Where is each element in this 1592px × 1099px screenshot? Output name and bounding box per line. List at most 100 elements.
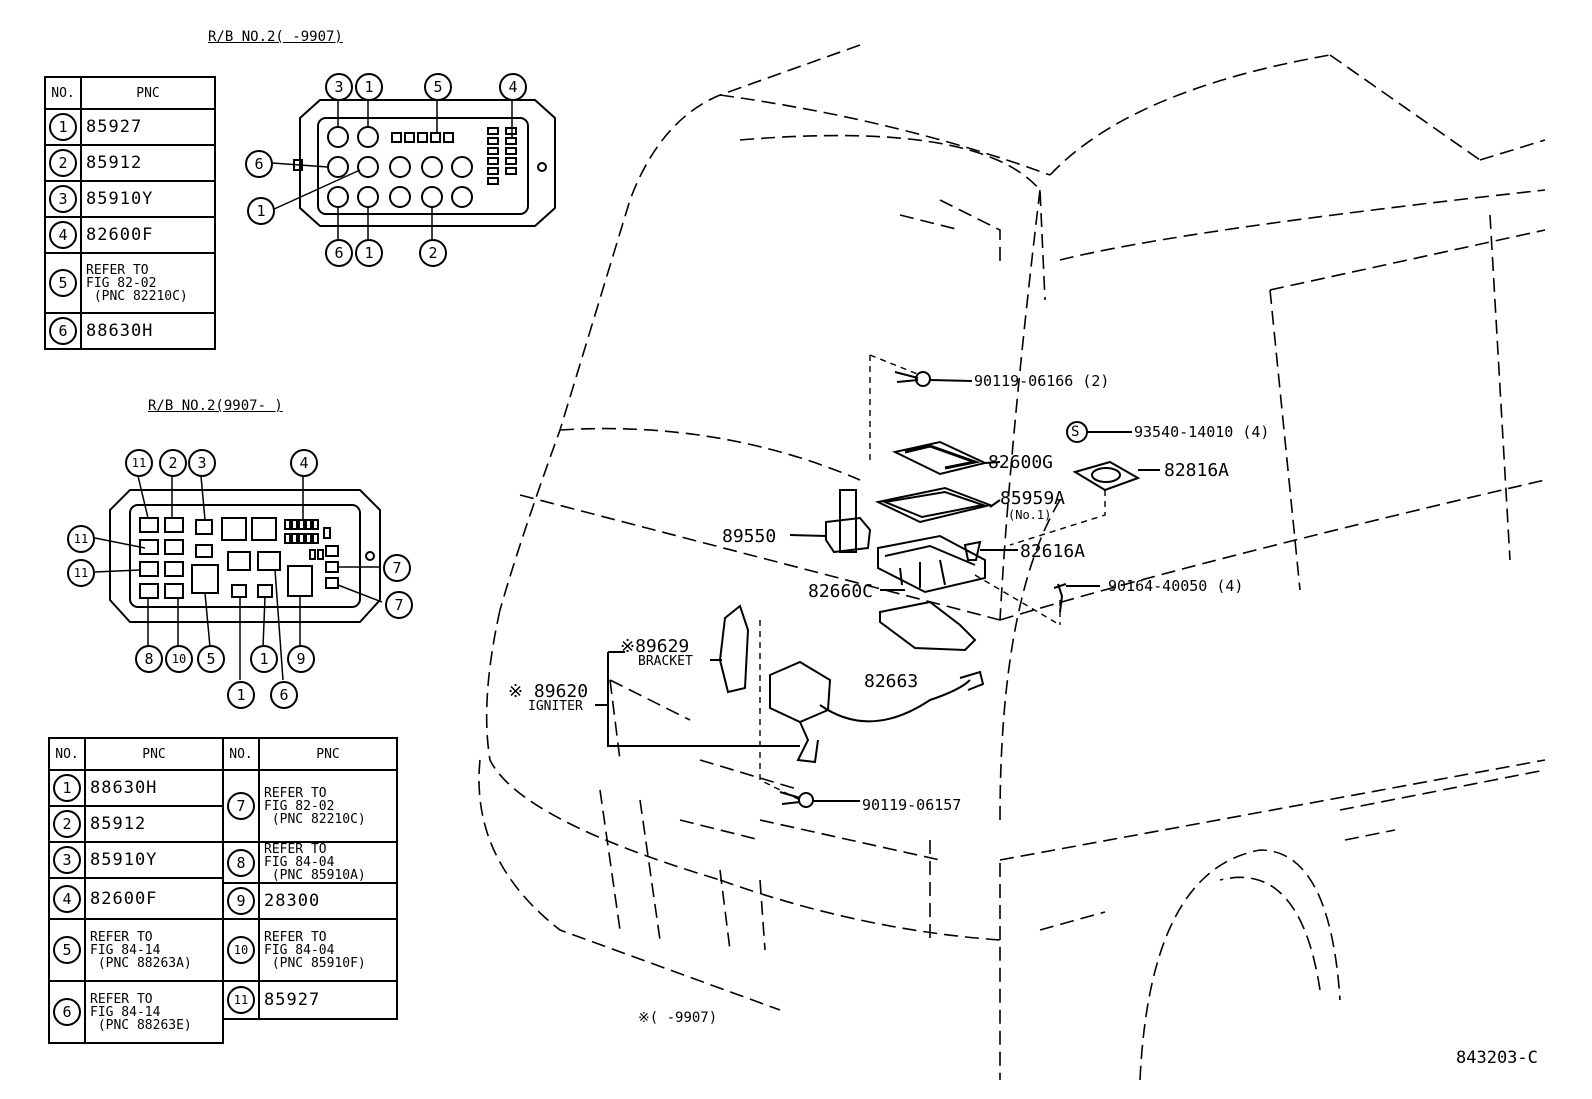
- relay-block-2-callout: 7: [385, 591, 413, 619]
- row-number: 4: [49, 221, 77, 249]
- part-label-82600G: 82600G: [988, 452, 1054, 473]
- part-label-90119-06166: 90119-06166 (2): [974, 372, 1110, 390]
- pnc-ref-line: (PNC 82210C): [86, 288, 188, 304]
- relay-block-1-callout: 6: [325, 239, 353, 267]
- relay-block-2-callout: 1: [227, 681, 255, 709]
- pnc-value: 82600F: [86, 225, 154, 245]
- figure-id: 843203-C: [1456, 1048, 1538, 1068]
- part-label-82663: 82663: [864, 671, 919, 692]
- relay-block-2-callout: 11: [125, 449, 153, 477]
- row-number: 4: [53, 884, 81, 913]
- pnc-ref-line: FIG 82-02: [86, 275, 157, 291]
- relay-block-2-header: R/B NO.2(9907- ): [148, 398, 283, 414]
- row-number: 3: [49, 185, 77, 213]
- row-number: 2: [49, 149, 77, 177]
- column-header-no: NO.: [48, 737, 86, 771]
- relay-block-1: [293, 99, 556, 227]
- column-header-no: NO.: [44, 76, 82, 110]
- pnc-ref-line: (PNC 85910A): [264, 868, 366, 883]
- relay-block-1-callout: 3: [325, 73, 353, 101]
- relay-block-2-callout: 2: [159, 449, 187, 477]
- relay-block-1-callout: 5: [424, 73, 452, 101]
- pnc-ref-line: FIG 84-14: [90, 1004, 161, 1020]
- relay-block-1-header: R/B NO.2( -9907): [208, 29, 343, 45]
- pnc-ref-line: FIG 82-02: [264, 798, 335, 814]
- row-number: 6: [53, 998, 81, 1026]
- relay-block-1-callout: 1: [247, 197, 275, 225]
- row-number: 5: [53, 936, 81, 964]
- row-number: 8: [227, 848, 255, 877]
- relay-block-2-callout: 5: [197, 645, 225, 673]
- footnote: ※( -9907): [638, 1010, 718, 1026]
- row-number: 6: [49, 317, 77, 345]
- part-label-82660C: 82660C: [808, 581, 874, 602]
- row-number: 5: [49, 269, 77, 297]
- pnc-ref-line: REFER TO: [264, 842, 327, 857]
- table-row: 4 82600F: [44, 216, 216, 254]
- pnc-ref-line: (PNC 82210C): [264, 811, 366, 827]
- part-label-89550: 89550: [722, 526, 777, 547]
- part-label-90164-40050: 90164-40050 (4): [1108, 577, 1244, 595]
- part-label-89620-sub: IGNITER: [528, 699, 583, 714]
- pnc-value: 85910Y: [90, 850, 158, 870]
- relay-block-2-callout: 1: [250, 645, 278, 673]
- pnc-table-2: NO. PNC NO. PNC 1 88630H 7 REFER TO FIG …: [48, 737, 398, 1044]
- pnc-value: 85927: [264, 989, 321, 1010]
- column-header-no: NO.: [222, 737, 260, 771]
- s-mark: S: [1071, 424, 1080, 440]
- pnc-ref-line: FIG 84-04: [264, 942, 335, 958]
- relay-block-2: [109, 489, 381, 623]
- pnc-ref-line: REFER TO: [90, 929, 153, 945]
- row-number: 1: [53, 774, 81, 802]
- part-label-89629: ※89629: [620, 636, 690, 657]
- relay-block-1-callout: 1: [355, 73, 383, 101]
- pnc-ref-line: (PNC 88263E): [90, 1017, 192, 1033]
- table-row: 9 28300: [49, 882, 398, 920]
- pnc-value: 85912: [86, 153, 143, 173]
- row-number: 2: [53, 810, 81, 838]
- part-label-82816A: 82816A: [1164, 460, 1230, 481]
- table-row: 4 82600F: [48, 877, 397, 920]
- pnc-ref-line: REFER TO: [90, 991, 153, 1007]
- part-label-82616A: 82616A: [1020, 541, 1086, 562]
- row-number: 7: [227, 792, 255, 820]
- relay-block-2-callout: 10: [165, 645, 193, 673]
- part-label-85959A-sub: (No.1): [1008, 508, 1052, 522]
- pnc-ref-line: REFER TO: [86, 262, 149, 278]
- pnc-ref-line: FIG 84-14: [90, 942, 161, 958]
- row-number: 9: [227, 887, 255, 915]
- pnc-ref-line: FIG 84-04: [264, 855, 335, 870]
- relay-block-2-callout: 8: [135, 645, 163, 673]
- pnc-value: 28300: [264, 891, 321, 911]
- column-header-pnc: PNC: [80, 76, 216, 110]
- table-row: 3 85910Y 8 REFER TO FIG 84-04 (PNC 85910…: [48, 841, 398, 884]
- part-label-89620: ※ 89620: [508, 681, 589, 702]
- row-number: 3: [53, 846, 81, 874]
- pnc-value: 85910Y: [86, 189, 154, 209]
- row-number: 1: [49, 113, 77, 141]
- relay-block-2-callout: 4: [290, 449, 318, 477]
- part-label-85959A: 85959A: [1000, 488, 1066, 509]
- pnc-ref-line: (PNC 85910F): [264, 955, 366, 971]
- part-label-90119-06157: 90119-06157: [862, 796, 962, 814]
- part-label-93540-14010: 93540-14010 (4): [1134, 423, 1270, 441]
- pnc-ref-line: REFER TO: [264, 785, 327, 801]
- column-header-pnc: PNC: [84, 737, 224, 771]
- relay-block-2-callout: 11: [67, 559, 95, 587]
- table-row: 1 88630H 7 REFER TO FIG 82-02 (PNC 82210…: [48, 769, 398, 843]
- part-label-89629-sub: BRACKET: [638, 654, 693, 669]
- pnc-ref-line: REFER TO: [264, 929, 327, 945]
- relay-block-1-callout: 4: [499, 73, 527, 101]
- relay-block-2-callout: 9: [287, 645, 315, 673]
- pnc-value: 82600F: [90, 888, 158, 909]
- row-number: 10: [227, 936, 255, 964]
- relay-block-2-callout: 6: [270, 681, 298, 709]
- table-row: 6 REFER TO FIG 84-14 (PNC 88263E) 11 859…: [48, 980, 398, 1044]
- table-row: 3 85910Y: [44, 180, 216, 218]
- relay-block-1-callout: 2: [419, 239, 447, 267]
- table-row: 5 REFER TO FIG 82-02 (PNC 82210C): [44, 252, 216, 314]
